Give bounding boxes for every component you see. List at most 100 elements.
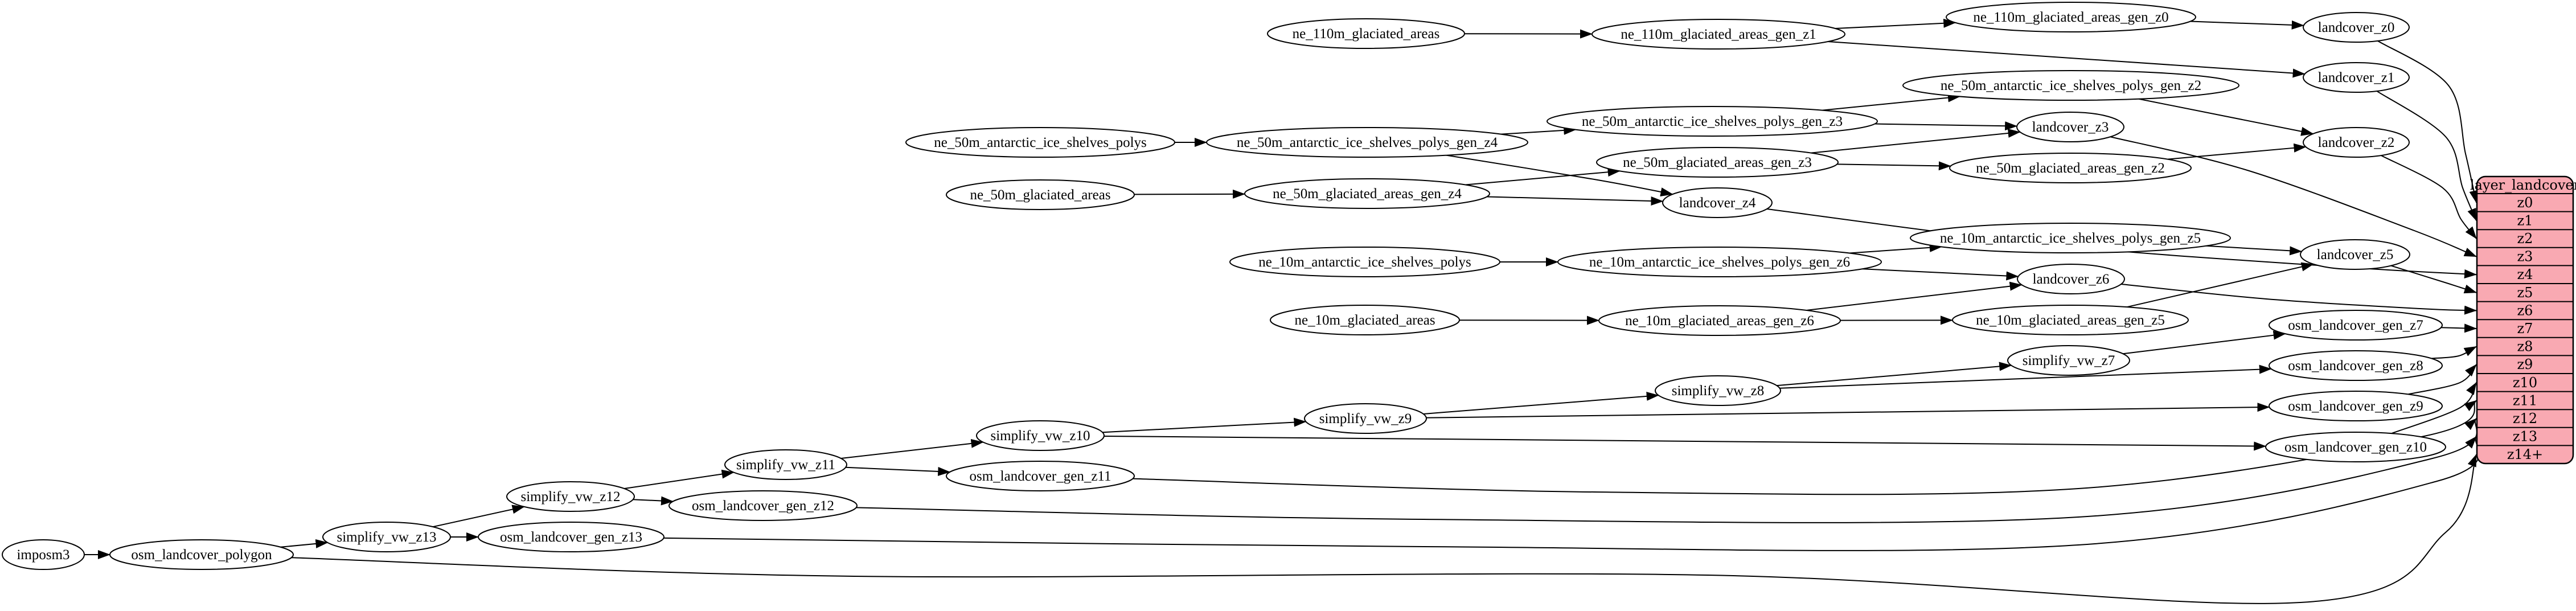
- node-label: ne_110m_glaciated_areas_gen_z0: [1973, 10, 2168, 25]
- edge-ne_10m_antarctic_ice_shelves_polys_gen_z6-to-landcover_z6: [1862, 268, 2019, 281]
- node-ellipse: [1946, 2, 2196, 32]
- node-ellipse: [2007, 345, 2130, 376]
- table-row-z12: z12: [2513, 411, 2537, 427]
- node-osm_landcover_gen_z8: osm_landcover_gen_z8: [2269, 350, 2443, 381]
- edge-simplify_vw_z10-to-osm_landcover_gen_z10: [1104, 435, 2267, 451]
- edge-ne_110m_glaciated_areas_gen_z0-to-landcover_z0: [2190, 20, 2304, 30]
- node-label: ne_50m_antarctic_ice_shelves_polys_gen_z…: [1237, 135, 1498, 150]
- node-landcover_z3: landcover_z3: [2016, 112, 2124, 142]
- edge-simplify_vw_z10-to-simplify_vw_z9: [1102, 417, 1307, 433]
- node-simplify_vw_z8: simplify_vw_z8: [1655, 375, 1781, 406]
- node-label: simplify_vw_z8: [1672, 383, 1765, 399]
- node-label: ne_50m_antarctic_ice_shelves_polys_gen_z…: [1941, 78, 2201, 93]
- node-osm_landcover_gen_z9: osm_landcover_gen_z9: [2269, 391, 2443, 421]
- table-header: layer_landcover: [2470, 177, 2576, 193]
- node-osm_landcover_polygon: osm_landcover_polygon: [109, 539, 294, 570]
- node-landcover_z5: landcover_z5: [2300, 239, 2410, 270]
- edge-landcover_z5-to-row-z5: [2390, 265, 2477, 294]
- node-label: osm_landcover_gen_z10: [2284, 440, 2427, 455]
- edge-ne_50m_glaciated_areas_gen_z2-to-landcover_z2: [2168, 143, 2307, 160]
- node-ellipse: [1596, 147, 1839, 178]
- edge-simplify_vw_z13-to-simplify_vw_z12: [433, 505, 525, 528]
- node-ellipse: [1229, 247, 1500, 277]
- node-simplify_vw_z12: simplify_vw_z12: [506, 481, 635, 512]
- edge-osm_landcover_gen_z7-to-row-z7: [2440, 323, 2477, 333]
- edge-landcover_z6-to-row-z6: [2121, 284, 2477, 315]
- node-label: ne_10m_glaciated_areas_gen_z6: [1625, 313, 1814, 329]
- node-ellipse: [1267, 18, 1465, 49]
- node-simplify_vw_z13: simplify_vw_z13: [322, 522, 451, 552]
- edge-ne_50m_glaciated_areas_gen_z4-to-ne_50m_glaciated_areas_gen_z3: [1465, 167, 1621, 186]
- node-ne_10m_glaciated_areas_gen_z6: ne_10m_glaciated_areas_gen_z6: [1598, 305, 1841, 336]
- edge-ne_110m_glaciated_areas_gen_z1-to-ne_110m_glaciated_areas_gen_z0: [1835, 18, 1956, 30]
- table-row-z14-plus: z14+: [2507, 446, 2543, 462]
- edge-ne_50m_antarctic_ice_shelves_polys_gen_z4-to-landcover_z4: [1446, 154, 1673, 196]
- node-label: osm_landcover_gen_z8: [2288, 358, 2423, 374]
- edges-layer: [84, 18, 2480, 604]
- node-ellipse: [478, 522, 664, 552]
- node-osm_landcover_gen_z13: osm_landcover_gen_z13: [478, 522, 664, 552]
- node-simplify_vw_z9: simplify_vw_z9: [1304, 403, 1427, 434]
- node-label: osm_landcover_gen_z13: [500, 530, 642, 545]
- edge-landcover_z3-to-row-z3: [2110, 136, 2477, 257]
- node-simplify_vw_z10: simplify_vw_z10: [976, 420, 1105, 451]
- node-label: osm_landcover_gen_z7: [2288, 318, 2423, 333]
- node-ellipse: [2269, 391, 2443, 421]
- node-imposm3: imposm3: [2, 539, 85, 570]
- node-ellipse: [905, 127, 1175, 158]
- node-landcover_z0: landcover_z0: [2303, 12, 2410, 43]
- edge-simplify_vw_z9-to-osm_landcover_gen_z9: [1426, 403, 2270, 419]
- node-ellipse: [1557, 247, 1882, 277]
- edge-ne_50m_glaciated_areas_gen_z3-to-ne_50m_glaciated_areas_gen_z2: [1837, 161, 1951, 171]
- table-row-z7: z7: [2517, 321, 2533, 337]
- node-ellipse: [668, 490, 858, 521]
- node-label: ne_50m_antarctic_ice_shelves_polys: [934, 135, 1147, 150]
- node-label: simplify_vw_z12: [521, 489, 621, 505]
- node-label: landcover_z4: [1679, 195, 1756, 211]
- node-ellipse: [1270, 305, 1460, 335]
- node-landcover_z1: landcover_z1: [2303, 62, 2410, 93]
- node-ne_110m_glaciated_areas_gen_z1: ne_110m_glaciated_areas_gen_z1: [1591, 19, 1845, 50]
- node-ne_10m_glaciated_areas: ne_10m_glaciated_areas: [1270, 305, 1460, 335]
- edge-simplify_vw_z8-to-simplify_vw_z7: [1777, 362, 2012, 387]
- node-landcover_z6: landcover_z6: [2017, 264, 2125, 294]
- table-row-z3: z3: [2517, 249, 2533, 265]
- node-ellipse: [1598, 305, 1841, 336]
- table-row-z8: z8: [2517, 339, 2533, 355]
- edge-simplify_vw_z8-to-osm_landcover_gen_z8: [1779, 364, 2272, 389]
- table-row-z4: z4: [2517, 266, 2533, 282]
- node-ne_50m_glaciated_areas_gen_z3: ne_50m_glaciated_areas_gen_z3: [1596, 147, 1839, 178]
- edge-osm_landcover_polygon-to-simplify_vw_z13: [280, 539, 329, 548]
- node-ellipse: [946, 461, 1135, 491]
- node-ellipse: [1591, 19, 1845, 50]
- node-osm_landcover_gen_z10: osm_landcover_gen_z10: [2265, 432, 2446, 462]
- edge-osm_landcover_polygon-to-row-z14+: [291, 454, 2477, 604]
- nodes-layer: imposm3 osm_landcover_polygon simplify_vw_…: [2, 2, 2446, 570]
- edge-simplify_vw_z9-to-simplify_vw_z8: [1423, 391, 1659, 415]
- node-ellipse: [976, 420, 1105, 451]
- node-ellipse: [1662, 187, 1773, 218]
- node-label: simplify_vw_z13: [337, 530, 437, 545]
- node-label: ne_10m_antarctic_ice_shelves_polys: [1258, 255, 1471, 270]
- edge-osm_landcover_gen_z9-to-row-z9: [2408, 364, 2477, 395]
- edge-simplify_vw_z7-to-osm_landcover_gen_z7: [2123, 330, 2286, 355]
- node-label: ne_10m_antarctic_ice_shelves_polys_gen_z…: [1589, 255, 1850, 270]
- node-label: osm_landcover_gen_z9: [2288, 399, 2423, 414]
- node-label: landcover_z1: [2318, 70, 2395, 85]
- node-ne_110m_glaciated_areas: ne_110m_glaciated_areas: [1267, 18, 1465, 49]
- table-row-z6: z6: [2517, 302, 2533, 318]
- node-label: landcover_z2: [2318, 135, 2395, 150]
- node-ellipse: [2017, 264, 2125, 294]
- node-ne_10m_glaciated_areas_gen_z5: ne_10m_glaciated_areas_gen_z5: [1952, 305, 2189, 335]
- node-landcover_z2: landcover_z2: [2303, 127, 2410, 158]
- table-row-z2: z2: [2517, 231, 2533, 247]
- node-label: simplify_vw_z7: [2023, 353, 2115, 368]
- node-osm_landcover_gen_z12: osm_landcover_gen_z12: [668, 490, 858, 521]
- node-label: landcover_z5: [2317, 247, 2394, 263]
- node-label: ne_50m_glaciated_areas: [970, 187, 1110, 203]
- node-ne_50m_glaciated_areas: ne_50m_glaciated_areas: [946, 179, 1135, 210]
- node-ellipse: [2303, 12, 2410, 43]
- node-ne_10m_antarctic_ice_shelves_polys: ne_10m_antarctic_ice_shelves_polys: [1229, 247, 1500, 277]
- node-label: simplify_vw_z11: [736, 457, 835, 473]
